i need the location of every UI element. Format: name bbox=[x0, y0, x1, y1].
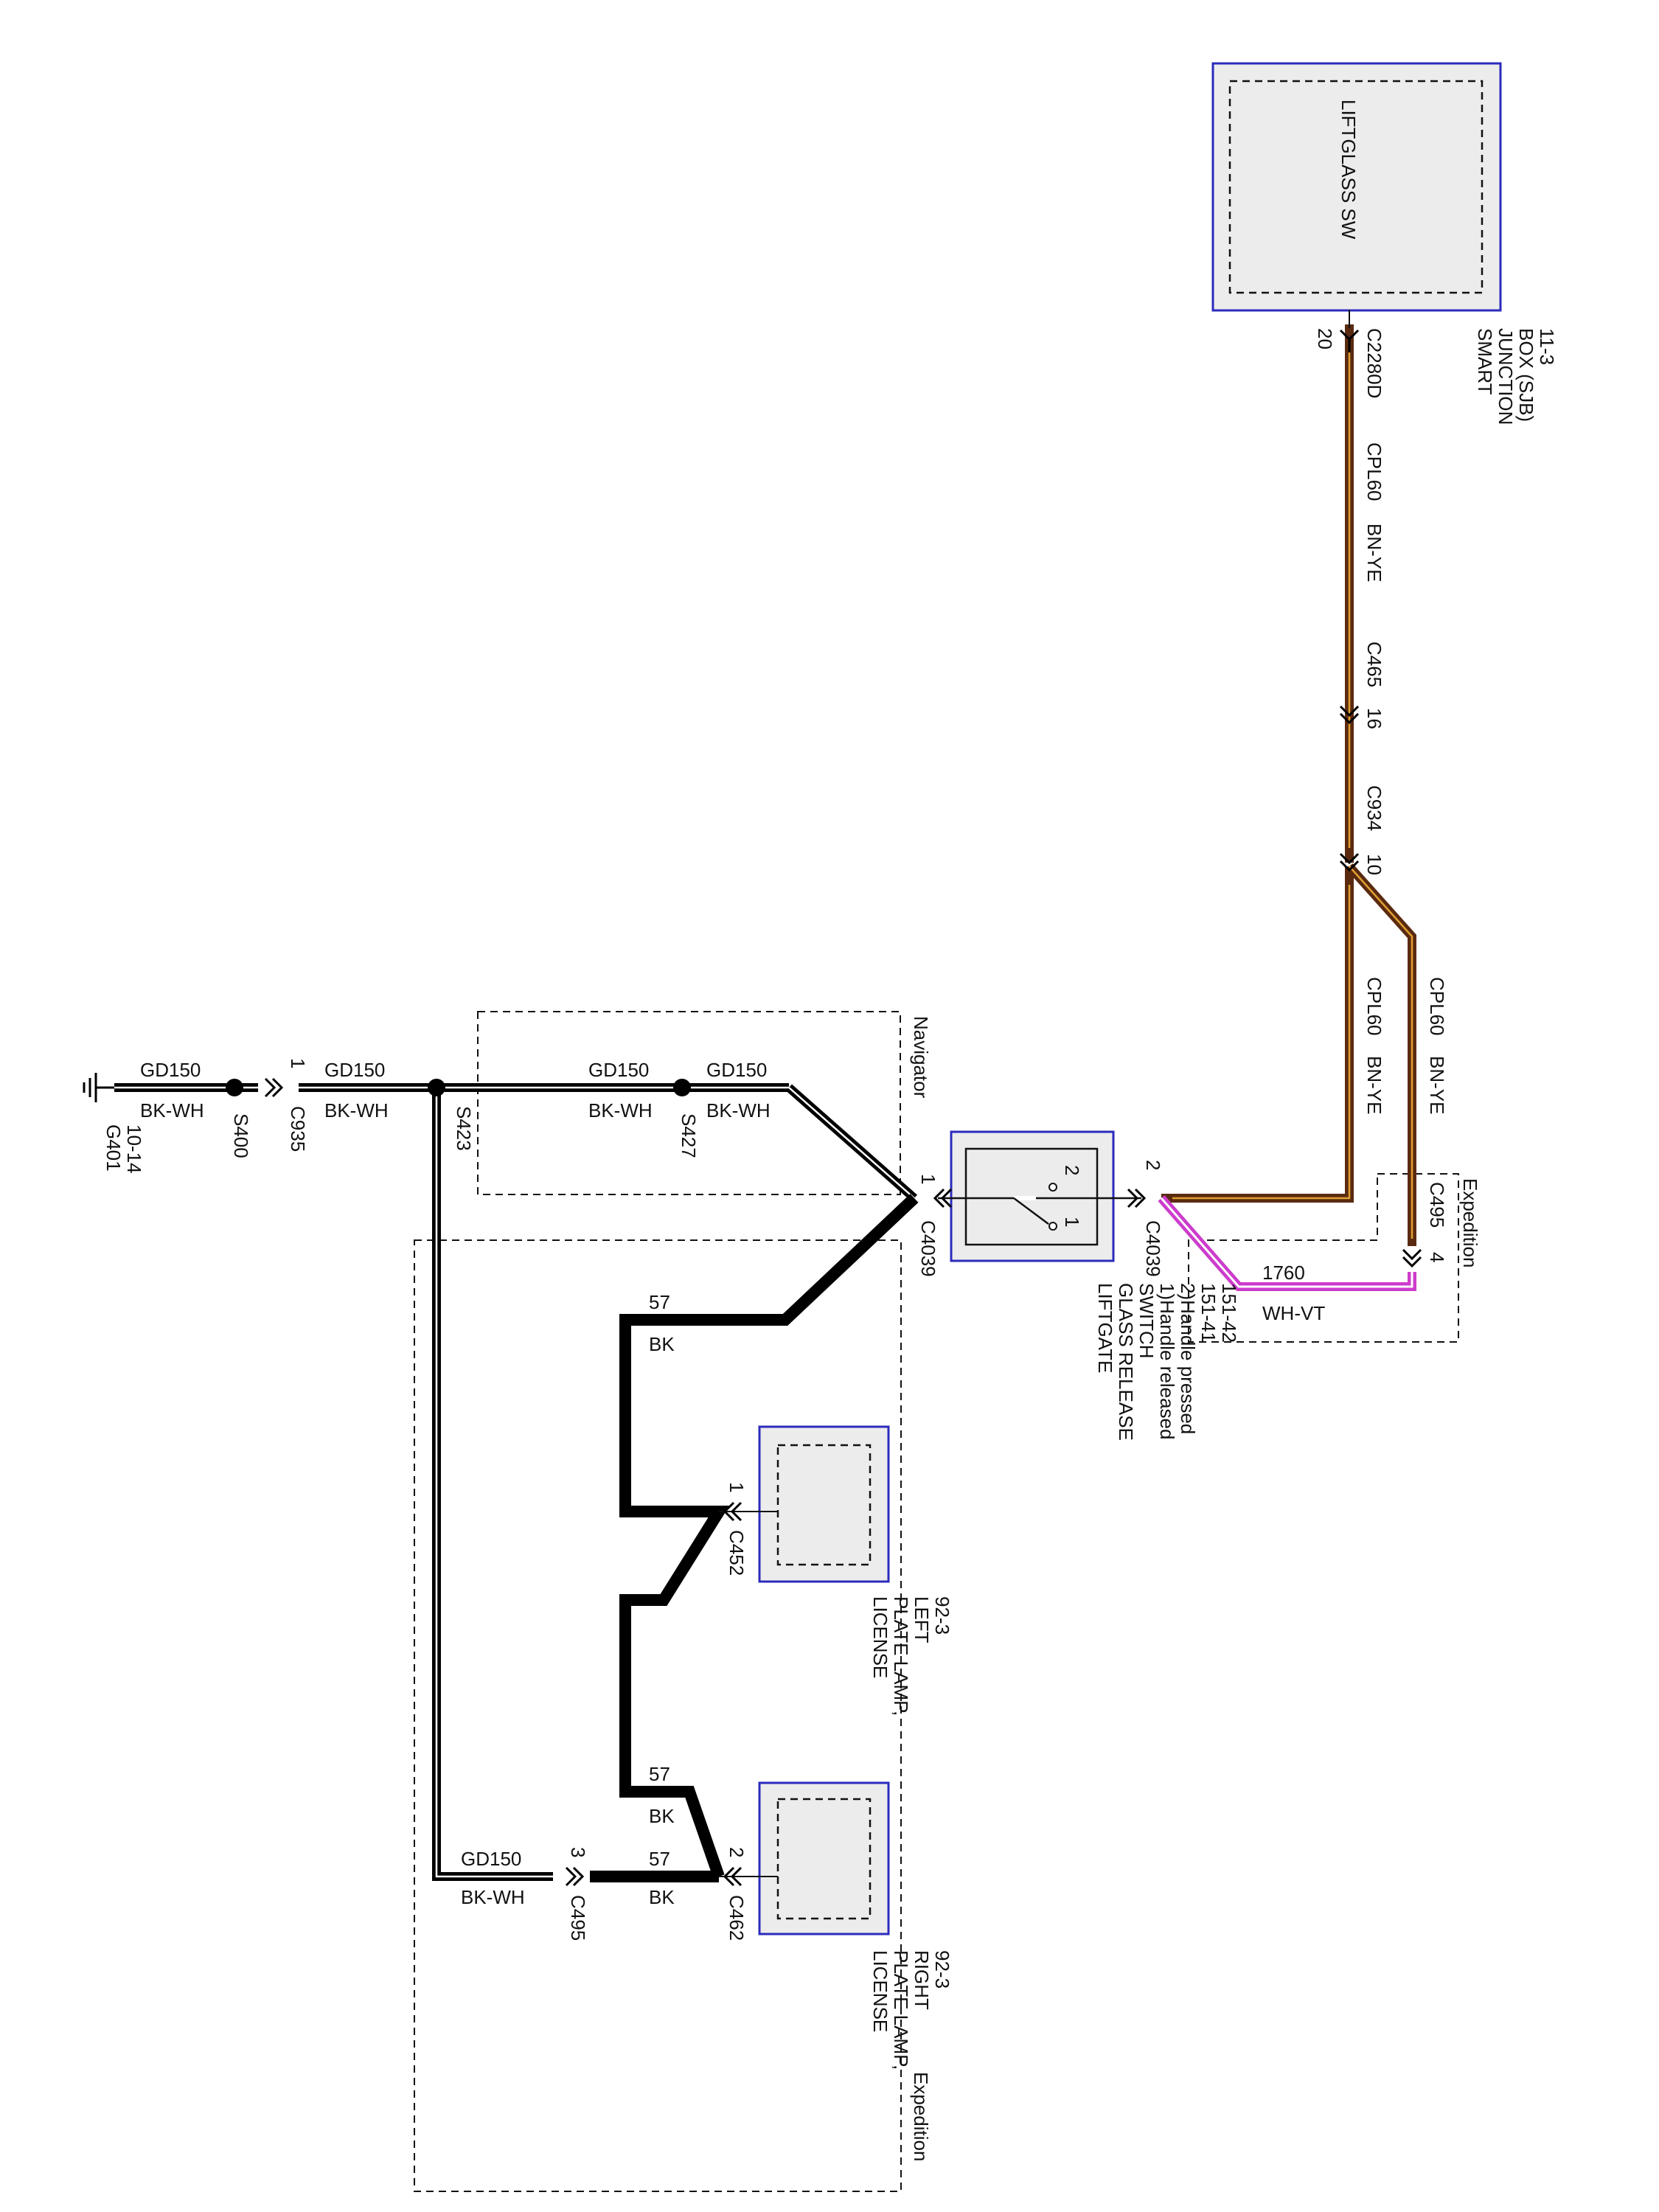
c2280d-label: C2280D bbox=[1363, 328, 1385, 398]
svg-text:2)Handle pressed: 2)Handle pressed bbox=[1177, 1283, 1199, 1434]
wire-57 bbox=[590, 1194, 919, 1882]
gd150-2-circuit: GD150 bbox=[324, 1059, 385, 1081]
c4039-left-pin: 1 bbox=[917, 1174, 939, 1184]
svg-text:1)Handle released: 1)Handle released bbox=[1156, 1283, 1178, 1439]
svg-text:92-3: 92-3 bbox=[931, 1950, 953, 1989]
cpl60-b-color: BN-YE bbox=[1363, 1056, 1385, 1114]
switch-pin-2: 2 bbox=[1061, 1165, 1083, 1175]
liftglass-sw-label: LIFTGLASS SW bbox=[1338, 100, 1360, 240]
c934-pin: 10 bbox=[1363, 854, 1385, 875]
wire-57-a-color: BK bbox=[649, 1333, 675, 1355]
splice-s400 bbox=[226, 1079, 243, 1096]
c4039-right-label: C4039 bbox=[1142, 1220, 1164, 1277]
wire-1760-circuit: 1760 bbox=[1262, 1262, 1305, 1284]
c462-pin: 2 bbox=[726, 1847, 748, 1857]
wire-gd150-vertical bbox=[432, 1088, 553, 1881]
svg-text:LICENSE: LICENSE bbox=[869, 1596, 891, 1678]
c495-top-label: C495 bbox=[1426, 1182, 1448, 1228]
svg-text:G401: G401 bbox=[102, 1124, 125, 1172]
license-lamp-left-box bbox=[758, 1425, 890, 1583]
wire-1760 bbox=[1158, 1195, 1416, 1291]
c495-bottom-pin: 3 bbox=[567, 1847, 589, 1857]
gd150-1-circuit: GD150 bbox=[140, 1059, 201, 1081]
svg-text:92-3: 92-3 bbox=[931, 1596, 953, 1635]
svg-text:GLASS RELEASE: GLASS RELEASE bbox=[1115, 1283, 1137, 1441]
c4039-left-label: C4039 bbox=[917, 1220, 939, 1277]
c462-label: C462 bbox=[726, 1895, 748, 1941]
wire-57-c-circuit: 57 bbox=[649, 1848, 670, 1870]
gd150-4-color: BK-WH bbox=[706, 1099, 771, 1121]
svg-text:RIGHT: RIGHT bbox=[911, 1950, 933, 2010]
svg-text:PLATE LAMP,: PLATE LAMP, bbox=[890, 1950, 912, 2070]
c452-pin: 1 bbox=[726, 1482, 748, 1492]
liftgate-switch-box bbox=[950, 1130, 1115, 1262]
smart-junction-box bbox=[1211, 62, 1502, 312]
gd150-1-color: BK-WH bbox=[140, 1099, 204, 1121]
svg-text:10-14: 10-14 bbox=[123, 1124, 145, 1174]
switch-pin-1: 1 bbox=[1061, 1217, 1083, 1227]
gd150-3-color: BK-WH bbox=[588, 1099, 653, 1121]
c465-pin: 16 bbox=[1363, 708, 1385, 729]
expedition-small-label: Expedition bbox=[1459, 1178, 1481, 1267]
expedition-label: Expedition bbox=[910, 2072, 932, 2161]
wire-57-a-circuit: 57 bbox=[649, 1291, 670, 1313]
svg-text:LEFT: LEFT bbox=[911, 1596, 933, 1644]
svg-text:151-41: 151-41 bbox=[1197, 1283, 1220, 1343]
svg-text:LIFTGATE: LIFTGATE bbox=[1094, 1283, 1116, 1373]
gd150-3-circuit: GD150 bbox=[588, 1059, 649, 1081]
license-lamp-left-label: LICENSE PLATE LAMP, LEFT 92-3 bbox=[869, 1596, 953, 1716]
expedition-small-region bbox=[1188, 1173, 1459, 1343]
splice-s423 bbox=[428, 1079, 445, 1096]
wire-57-c-color: BK bbox=[649, 1886, 675, 1908]
c934-label: C934 bbox=[1363, 785, 1385, 831]
navigator-region bbox=[477, 1011, 901, 1195]
cpl60-b-circuit: CPL60 bbox=[1363, 977, 1385, 1036]
svg-text:BOX (SJB): BOX (SJB) bbox=[1515, 328, 1537, 422]
cpl60-c-color: BN-YE bbox=[1426, 1056, 1448, 1114]
svg-text:SWITCH: SWITCH bbox=[1135, 1283, 1158, 1359]
svg-text:LICENSE: LICENSE bbox=[869, 1950, 891, 2032]
cpl60-a-color: BN-YE bbox=[1363, 524, 1385, 582]
gd150-5-color: BK-WH bbox=[461, 1886, 525, 1908]
s427-label: S427 bbox=[678, 1113, 700, 1158]
c495-bottom-label: C495 bbox=[567, 1895, 589, 1941]
wire-1760-color: WH-VT bbox=[1262, 1302, 1325, 1324]
svg-text:JUNCTION: JUNCTION bbox=[1495, 328, 1517, 425]
ground-label: G401 10-14 bbox=[102, 1124, 145, 1174]
license-lamp-right-label: LICENSE PLATE LAMP, RIGHT 92-3 bbox=[869, 1950, 953, 2070]
wire-cpl60-lower-left bbox=[1161, 866, 1354, 1203]
svg-text:SMART: SMART bbox=[1474, 328, 1496, 395]
ground-symbol bbox=[83, 1073, 114, 1102]
license-lamp-right-box bbox=[758, 1781, 890, 1935]
sjb-label: SMART JUNCTION BOX (SJB) 11-3 bbox=[1474, 328, 1558, 425]
navigator-label: Navigator bbox=[910, 1016, 932, 1099]
c935-label: C935 bbox=[287, 1106, 309, 1152]
expedition-region bbox=[414, 1239, 902, 2192]
c4039-right-pin: 2 bbox=[1142, 1160, 1164, 1170]
gd150-4-circuit: GD150 bbox=[706, 1059, 767, 1081]
c935-pin: 1 bbox=[287, 1058, 309, 1068]
gd150-2-color: BK-WH bbox=[324, 1099, 389, 1121]
cpl60-c-circuit: CPL60 bbox=[1426, 977, 1448, 1036]
svg-text:151-42: 151-42 bbox=[1218, 1283, 1240, 1343]
cpl60-a-circuit: CPL60 bbox=[1363, 442, 1385, 501]
c495-top-pin: 4 bbox=[1426, 1252, 1448, 1262]
s400-label: S400 bbox=[230, 1113, 252, 1158]
splice-s427 bbox=[673, 1079, 691, 1096]
c2280d-pin: 20 bbox=[1314, 328, 1336, 349]
wire-cpl60-lower-right bbox=[1346, 863, 1416, 1246]
svg-text:11-3: 11-3 bbox=[1536, 328, 1558, 365]
wire-57-b-circuit: 57 bbox=[649, 1763, 670, 1785]
c465-label: C465 bbox=[1363, 641, 1385, 687]
gd150-5-circuit: GD150 bbox=[461, 1848, 521, 1870]
switch-contact bbox=[1013, 1183, 1057, 1231]
liftgate-switch-label: LIFTGATE GLASS RELEASE SWITCH 1)Handle r… bbox=[1094, 1283, 1240, 1441]
c452-label: C452 bbox=[726, 1530, 748, 1576]
s423-label: S423 bbox=[453, 1106, 475, 1151]
svg-text:PLATE LAMP,: PLATE LAMP, bbox=[890, 1596, 912, 1716]
wire-57-b-color: BK bbox=[649, 1805, 675, 1827]
